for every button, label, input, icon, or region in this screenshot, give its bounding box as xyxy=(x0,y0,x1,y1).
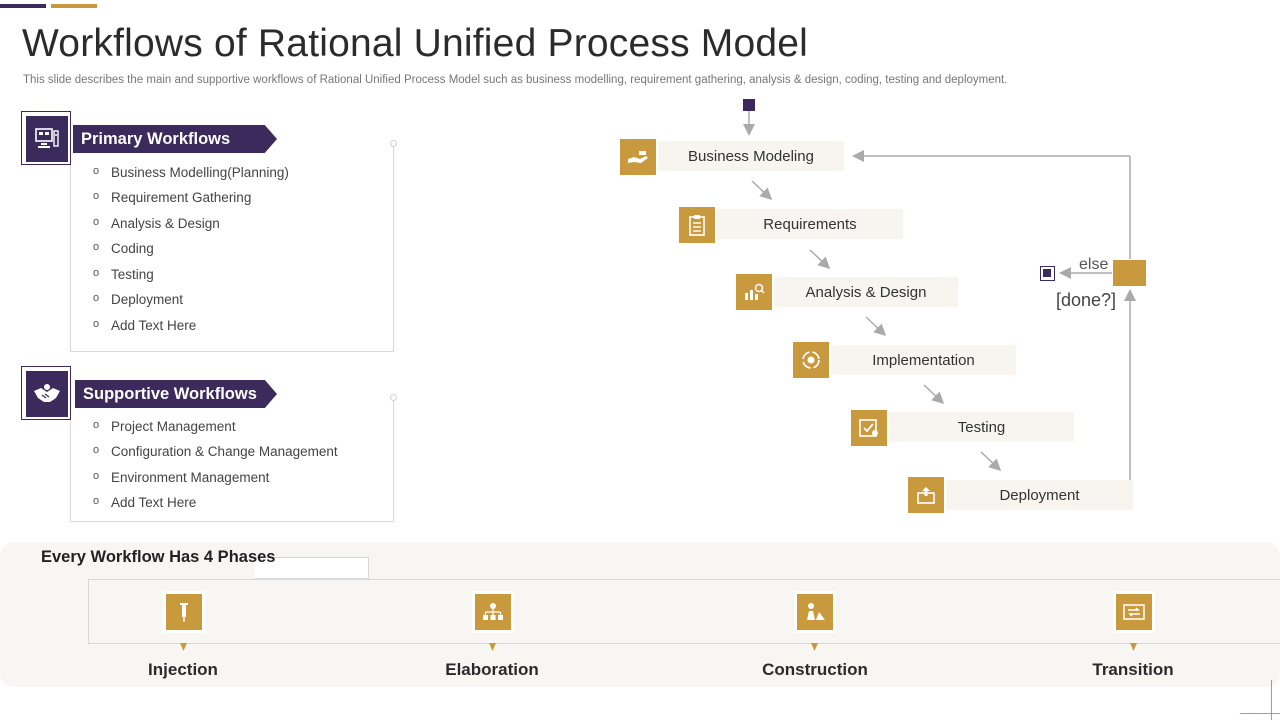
step-deployment: Deployment xyxy=(946,480,1133,510)
phases-frame xyxy=(88,579,1280,644)
business-modeling-icon-box xyxy=(620,139,656,175)
network-icon xyxy=(483,603,503,620)
testing-icon-box xyxy=(851,410,887,446)
exchange-icon xyxy=(1123,604,1145,620)
corner-decoration xyxy=(1240,713,1280,714)
page-title: Workflows of Rational Unified Process Mo… xyxy=(22,22,809,65)
flow-end-node xyxy=(1040,266,1055,281)
elaboration-icon-box xyxy=(475,594,511,630)
list-item: Add Text Here xyxy=(93,318,196,333)
list-item: Analysis & Design xyxy=(93,216,220,231)
list-item: Project Management xyxy=(93,419,236,434)
checklist-icon xyxy=(859,419,878,437)
primary-workflows-heading: Primary Workflows xyxy=(73,125,277,153)
step-analysis-design: Analysis & Design xyxy=(774,277,958,307)
phase-construction: Construction xyxy=(762,660,868,679)
supportive-workflows-icon-box xyxy=(21,366,71,420)
elaboration-arrow-icon xyxy=(489,643,496,651)
flow-start-node xyxy=(743,99,755,111)
list-item: Testing xyxy=(93,267,154,282)
list-item: Environment Management xyxy=(93,470,269,485)
phases-panel xyxy=(0,542,1280,687)
deployment-icon-box xyxy=(908,477,944,513)
transition-icon-box xyxy=(1116,594,1152,630)
list-corner-dot xyxy=(390,140,397,147)
list-item: Deployment xyxy=(93,292,183,307)
analysis-design-icon-box xyxy=(736,274,772,310)
phase-elaboration: Elaboration xyxy=(445,660,539,679)
construction-icon-box xyxy=(797,594,833,630)
transition-arrow-icon xyxy=(1130,643,1137,651)
phases-heading: Every Workflow Has 4 Phases xyxy=(41,548,276,566)
list-item: Coding xyxy=(93,241,154,256)
list-item: Business Modelling(Planning) xyxy=(93,165,289,180)
injection-arrow-icon xyxy=(180,643,187,651)
handshake-icon xyxy=(34,384,60,402)
implementation-icon-box xyxy=(793,342,829,378)
corner-decoration xyxy=(1271,680,1272,720)
top-accent-bar-purple xyxy=(0,4,46,8)
top-accent-bar-gold xyxy=(51,4,97,8)
step-requirements: Requirements xyxy=(717,209,903,239)
list-corner-dot xyxy=(390,394,397,401)
primary-workflows-list: Business Modelling(Planning) Requirement… xyxy=(70,143,394,352)
decision-node xyxy=(1113,260,1146,286)
computer-screen-icon xyxy=(35,128,59,148)
requirements-icon-box xyxy=(679,207,715,243)
phase-injection: Injection xyxy=(148,660,218,679)
cycle-gear-icon xyxy=(802,351,820,369)
injection-icon-box xyxy=(166,594,202,630)
phase-transition: Transition xyxy=(1092,660,1174,679)
supportive-workflows-list: Project Management Configuration & Chang… xyxy=(70,397,394,522)
step-implementation: Implementation xyxy=(831,345,1016,375)
page-subtitle: This slide describes the main and suppor… xyxy=(23,74,1008,86)
box-upload-icon xyxy=(917,487,935,504)
list-item: Configuration & Change Management xyxy=(93,444,338,459)
phases-heading-underline xyxy=(255,557,369,579)
worker-icon xyxy=(807,603,825,620)
hand-money-icon xyxy=(628,151,648,163)
construction-arrow-icon xyxy=(811,643,818,651)
list-item: Add Text Here xyxy=(93,495,196,510)
supportive-workflows-heading: Supportive Workflows xyxy=(75,380,277,408)
else-label: else xyxy=(1079,256,1109,273)
clipboard-icon xyxy=(689,215,705,236)
step-business-modeling: Business Modeling xyxy=(658,141,844,171)
chart-magnifier-icon xyxy=(745,283,765,300)
step-testing: Testing xyxy=(889,412,1074,442)
primary-workflows-icon-box xyxy=(21,111,71,165)
list-item: Requirement Gathering xyxy=(93,190,251,205)
syringe-icon xyxy=(180,603,188,622)
done-label: [done?] xyxy=(1056,290,1117,310)
